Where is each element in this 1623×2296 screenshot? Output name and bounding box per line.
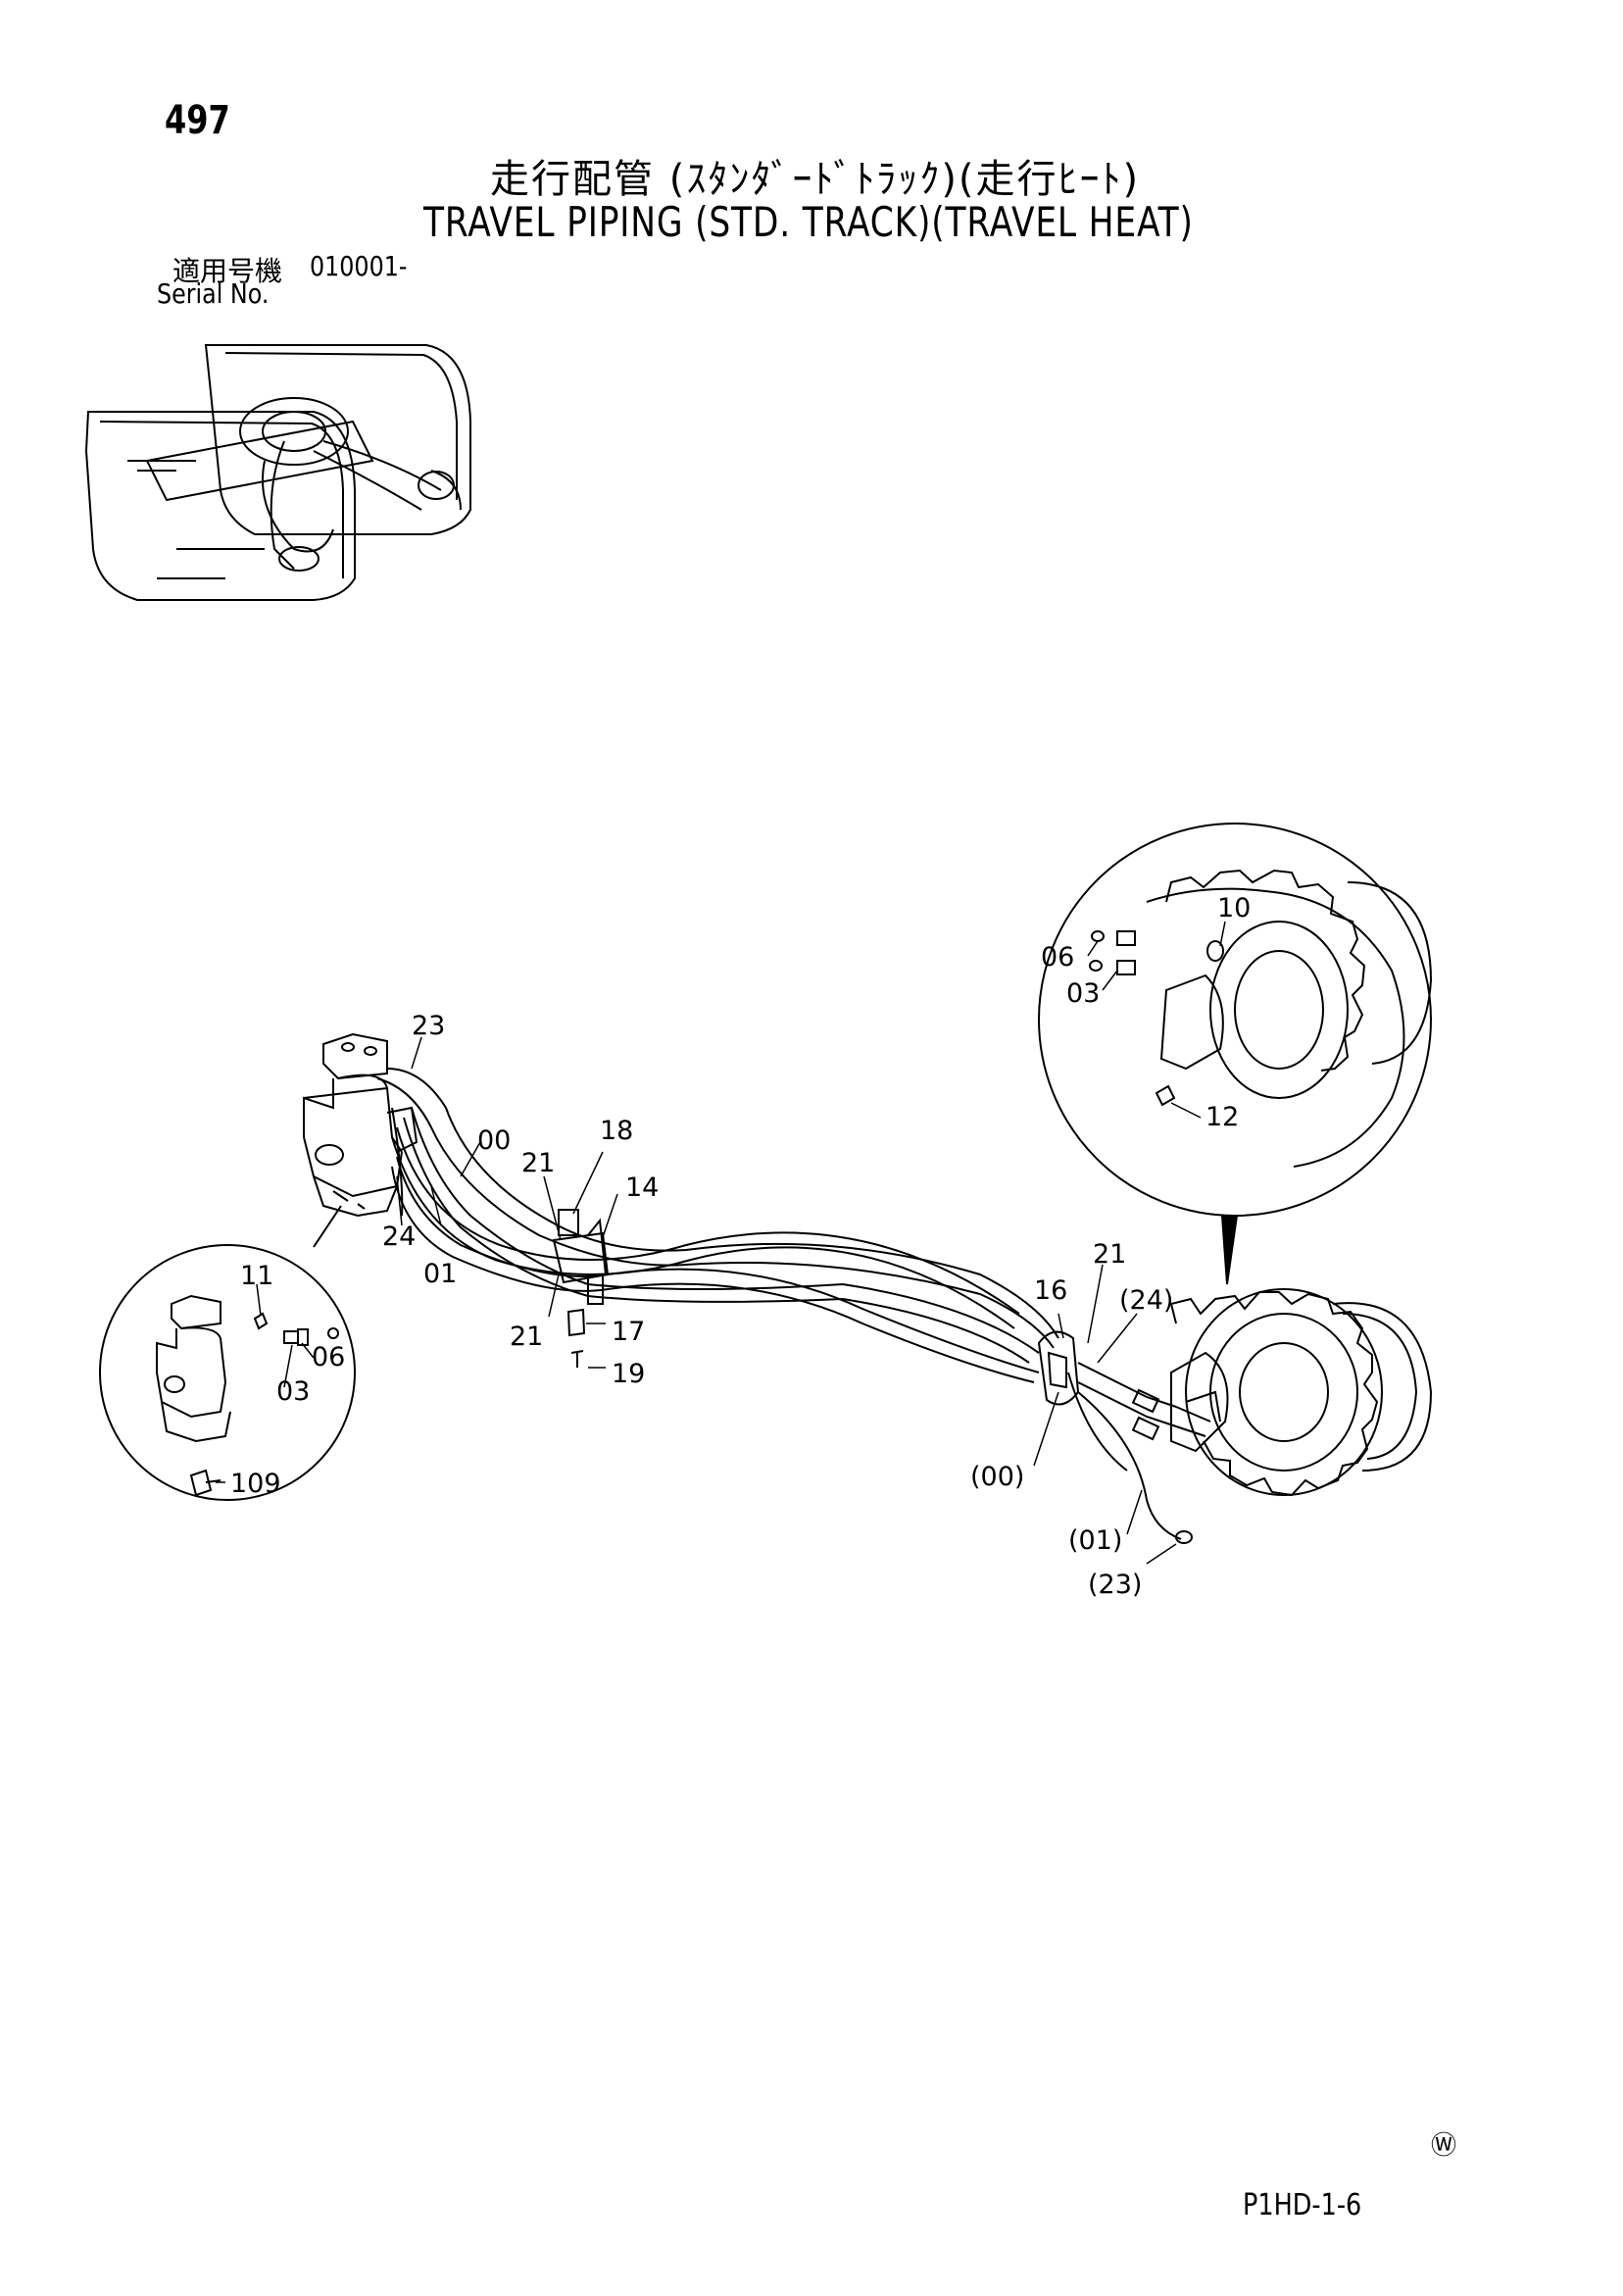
- serial-value: 010001-: [310, 250, 408, 282]
- detail-circle-left: [99, 1205, 356, 1501]
- undercarriage-thumbnail: [84, 344, 471, 601]
- callout-06-right: 06: [1041, 942, 1074, 973]
- callout-06-left: 06: [312, 1342, 345, 1373]
- serial-label-english: Serial No.: [157, 277, 270, 310]
- callout-01: 01: [423, 1259, 457, 1289]
- callout-24-paren: (24): [1119, 1285, 1173, 1316]
- callout-21-top: 21: [521, 1148, 555, 1178]
- title-english: TRAVEL PIPING (STD. TRACK)(TRAVEL HEAT): [423, 198, 1194, 246]
- detail-circle-right: [1038, 823, 1433, 1217]
- page-code: P1HD-1-6: [1243, 2188, 1362, 2222]
- callout-03-right: 03: [1066, 978, 1100, 1009]
- callout-19: 19: [612, 1359, 645, 1389]
- callout-01-paren: (01): [1068, 1525, 1122, 1556]
- leader-lines: [216, 921, 1226, 1565]
- callout-03-left: 03: [276, 1376, 310, 1407]
- callout-labels: 23 00 21 18 14 24 01 21 17 19 16 21 (24)…: [230, 893, 1251, 1600]
- callout-18: 18: [600, 1116, 633, 1146]
- detail-pointer-right: [1220, 1215, 1239, 1285]
- callout-21-bottom: 21: [510, 1322, 543, 1352]
- swivel-joint: [303, 1032, 418, 1218]
- travel-hoses: [376, 1068, 1059, 1383]
- page-number: 497: [165, 98, 230, 143]
- hose-clamp-center: [552, 1209, 610, 1368]
- travel-motor-main: [1067, 1288, 1433, 1544]
- callout-14: 14: [625, 1173, 659, 1203]
- w-mark: Ⓦ: [1431, 2131, 1457, 2161]
- callout-17: 17: [612, 1317, 645, 1347]
- callout-24: 24: [382, 1222, 416, 1252]
- callout-21-right: 21: [1093, 1239, 1126, 1270]
- callout-23-paren: (23): [1088, 1570, 1142, 1600]
- callout-11: 11: [240, 1261, 273, 1291]
- callout-16: 16: [1034, 1275, 1067, 1306]
- callout-00-paren: (00): [970, 1462, 1024, 1492]
- callout-00: 00: [477, 1125, 511, 1156]
- callout-23: 23: [412, 1011, 445, 1041]
- callout-109: 109: [230, 1469, 281, 1499]
- title-japanese: 走行配管 (ｽﾀﾝﾀﾞｰﾄﾞﾄﾗｯｸ)(走行ﾋｰﾄ): [490, 157, 1141, 202]
- serial-label-japanese: 適用号機: [172, 255, 283, 287]
- callout-10: 10: [1217, 893, 1251, 923]
- callout-12: 12: [1205, 1102, 1239, 1132]
